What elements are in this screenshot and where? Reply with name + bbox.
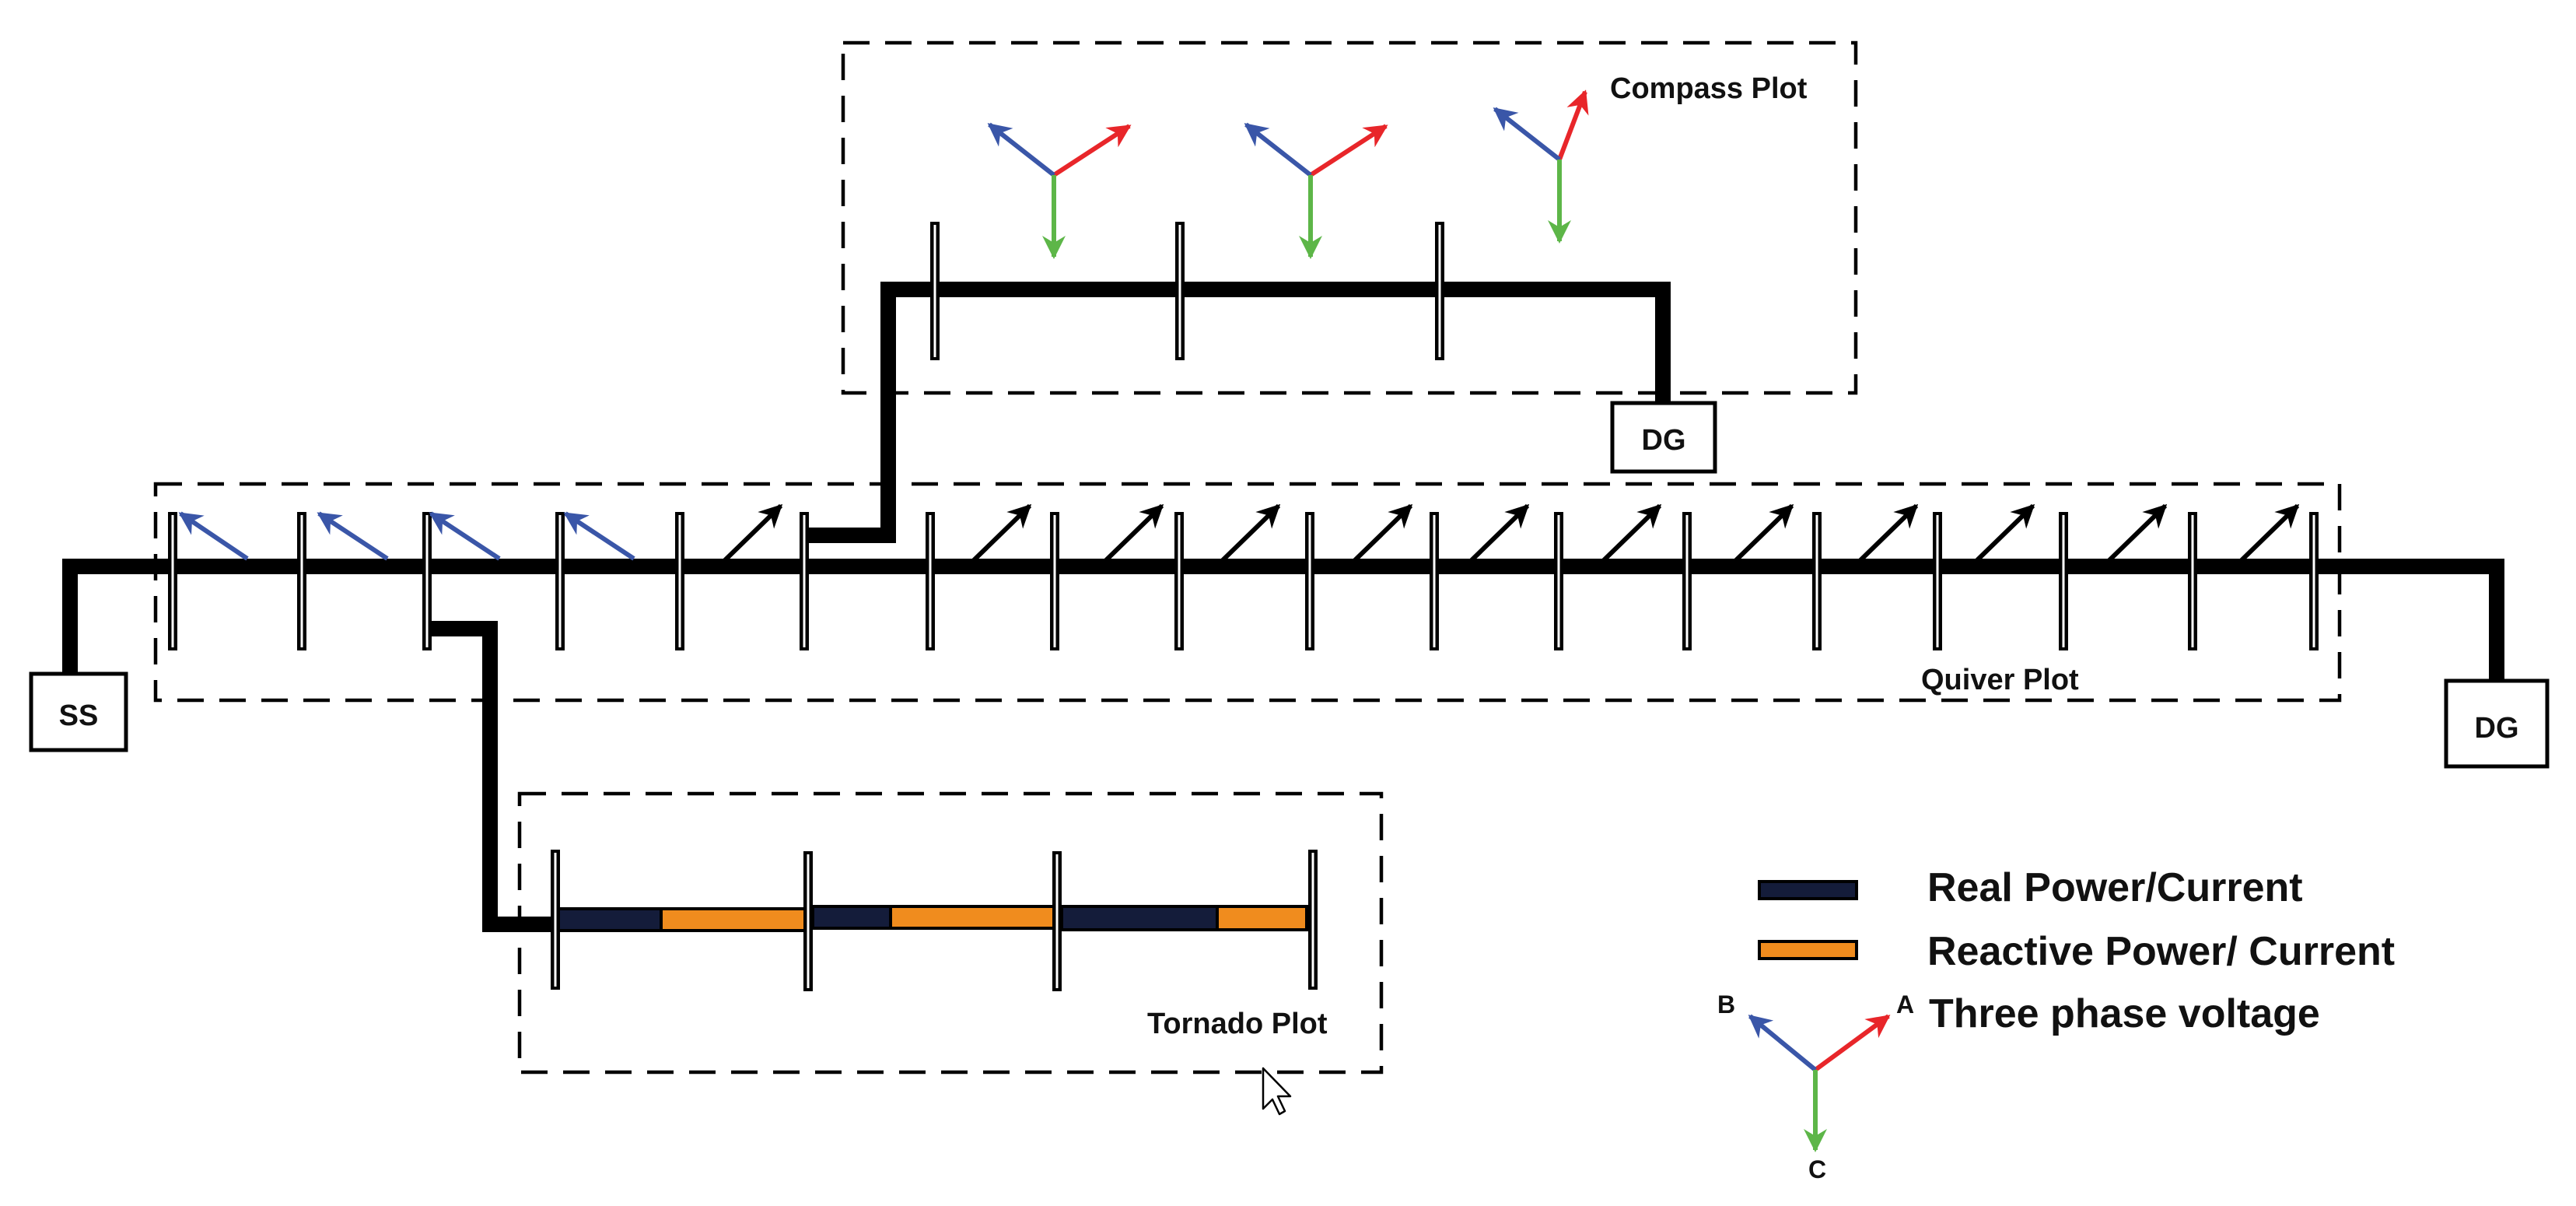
bus-tick (1308, 850, 1318, 990)
main-bus-ticks (168, 512, 2319, 650)
quiver-arrow (2107, 503, 2168, 563)
bus-tick (2188, 512, 2197, 650)
upper-bus-ticks (930, 222, 1444, 360)
reactive-power-bar (1216, 905, 1308, 931)
lateral-lower-line (429, 621, 556, 932)
quiver-arrow (1104, 503, 1164, 563)
quiver-arrow (1353, 503, 1413, 563)
bus-tick (926, 512, 935, 650)
phase-b-arrow (1493, 107, 1561, 162)
bus-tick (1175, 222, 1185, 360)
bus-tick (1050, 512, 1059, 650)
substation-node: SS (29, 671, 128, 752)
dg-node-right: DG (2444, 678, 2550, 769)
quiver-arrow (317, 511, 389, 561)
quiver-arrow (2239, 503, 2300, 563)
legend: Real Power/Current Reactive Power/ Curre… (1717, 865, 2395, 1183)
phase-a-arrow (1309, 124, 1388, 177)
reactive-power-bar (889, 905, 1055, 930)
real-power-bar (555, 907, 663, 932)
bus-tick (1435, 222, 1444, 360)
quiver-arrow (1601, 503, 1662, 563)
main-feeder-line (62, 559, 2504, 681)
tornado-plot-frame (517, 791, 1384, 1075)
quiver-arrow (178, 511, 249, 561)
bus-tick (2309, 512, 2319, 650)
bus-tick (551, 850, 560, 990)
bus-tick (1305, 512, 1314, 650)
quiver-arrow (1858, 503, 1919, 563)
bus-tick (1812, 512, 1822, 650)
phase-a-label: A (1896, 990, 1914, 1018)
quiver-arrow (1975, 503, 2035, 563)
quiver-arrow (1220, 503, 1281, 563)
legend-reactive-label: Reactive Power/ Current (1927, 929, 2395, 974)
dg-top-label: DG (1642, 424, 1686, 457)
substation-label: SS (59, 699, 99, 732)
bus-tick (675, 512, 684, 650)
quiver-arrow (971, 503, 1032, 563)
quiver-plot-frame (153, 482, 2342, 703)
bus-tick (1554, 512, 1563, 650)
quiver-plot-label: Quiver Plot (1921, 664, 2079, 696)
quiver-arrow (723, 503, 783, 563)
phase-c-label: C (1808, 1155, 1826, 1183)
quiver-arrow (563, 511, 635, 561)
phase-a-arrow (1052, 124, 1132, 177)
bus-tick (1933, 512, 1942, 650)
tornado-bars (555, 905, 1308, 932)
phase-b-label: B (1717, 990, 1735, 1018)
bus-tick (803, 851, 813, 991)
phase-b-arrow (1244, 122, 1312, 177)
lateral-upper-line (801, 282, 1671, 543)
tornado-plot-label: Tornado Plot (1147, 1008, 1328, 1040)
legend-voltage-label: Three phase voltage (1929, 991, 2320, 1036)
legend-real-swatch (1758, 880, 1858, 900)
quiver-arrow (429, 511, 501, 561)
bus-tick (1174, 512, 1184, 650)
compass-plot-frame (841, 40, 1858, 395)
bus-tick (2059, 512, 2068, 650)
bus-tick (297, 512, 306, 650)
bus-tick (1052, 851, 1062, 991)
quiver-arrow (1469, 503, 1530, 563)
bus-tick (1430, 512, 1439, 650)
bus-tick (555, 512, 565, 650)
quiver-arrows (178, 503, 2300, 563)
cursor-pointer-icon (1262, 1067, 1292, 1116)
real-power-bar (1060, 905, 1219, 931)
compass-glyph (1244, 122, 1388, 259)
dg-node-top: DG (1610, 401, 1717, 474)
legend-real-label: Real Power/Current (1927, 865, 2303, 910)
compass-glyph (1493, 89, 1589, 244)
bus-tick (930, 222, 940, 360)
compass-plot-label: Compass Plot (1610, 72, 1808, 105)
lower-bus-ticks (551, 850, 1318, 991)
bus-tick (422, 512, 432, 650)
phase-a-arrow (1557, 89, 1589, 161)
phase-b-arrow (1748, 1014, 1817, 1072)
feeder-lines (62, 282, 2504, 932)
legend-reactive-swatch (1758, 940, 1858, 960)
compass-glyph (987, 122, 1132, 259)
phase-b-arrow (987, 122, 1055, 177)
dg-right-label: DG (2475, 712, 2519, 745)
bus-tick (168, 512, 177, 650)
bus-tick (1682, 512, 1692, 650)
phase-a-arrow (1814, 1014, 1891, 1072)
reactive-power-bar (660, 907, 807, 932)
real-power-bar (811, 905, 892, 930)
quiver-arrow (1734, 503, 1794, 563)
bus-tick (800, 512, 809, 650)
legend-voltage-glyph: A B C (1717, 990, 1914, 1183)
